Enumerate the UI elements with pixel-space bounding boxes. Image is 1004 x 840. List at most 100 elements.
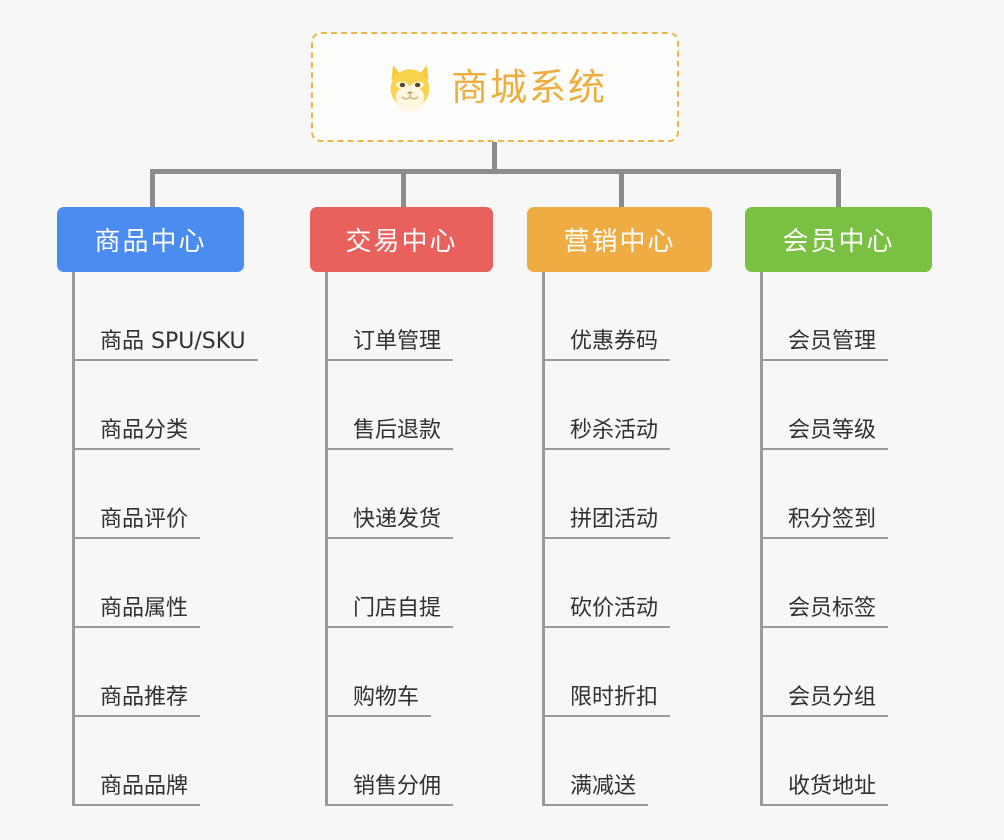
- category-label-2: 交易中心: [345, 227, 458, 257]
- leaf-item[interactable]: 商品 SPU/SKU: [72, 272, 258, 361]
- leaf-item-label: 砍价活动: [570, 595, 659, 621]
- leaf-item[interactable]: 积分签到: [760, 450, 889, 539]
- leaf-item-underline: 会员分组: [760, 684, 889, 717]
- category-label-4: 会员中心: [782, 227, 895, 257]
- leaf-item-label: 售后退款: [353, 417, 442, 443]
- leaf-item-underline: 秒杀活动: [542, 417, 671, 450]
- column-rail-1: [72, 272, 75, 806]
- leaf-item-underline: 快递发货: [325, 506, 454, 539]
- leaf-item[interactable]: 限时折扣: [542, 628, 671, 717]
- connector-drop-3: [619, 169, 624, 207]
- leaf-item[interactable]: 商品属性: [72, 539, 258, 628]
- leaf-item-underline: 商品分类: [72, 417, 201, 450]
- leaf-item-underline: 商品 SPU/SKU: [72, 328, 258, 361]
- category-box-3[interactable]: 营销中心: [527, 207, 712, 272]
- connector-drop-4: [836, 169, 841, 207]
- leaf-item[interactable]: 秒杀活动: [542, 361, 671, 450]
- leaf-item-underline: 商品属性: [72, 595, 201, 628]
- leaf-item-label: 会员分组: [788, 684, 877, 710]
- leaf-item-underline: 门店自提: [325, 595, 454, 628]
- leaf-item[interactable]: 商品推荐: [72, 628, 258, 717]
- leaf-item-underline: 会员管理: [760, 328, 889, 361]
- leaf-item[interactable]: 满减送: [542, 717, 670, 806]
- leaf-item[interactable]: 商品评价: [72, 450, 258, 539]
- shiba-dog-face-icon: [390, 65, 430, 112]
- leaf-item-underline: 购物车: [325, 684, 432, 717]
- leaf-item-underline: 商品推荐: [72, 684, 201, 717]
- leaf-item-label: 积分签到: [788, 506, 877, 532]
- leaf-list-1: 商品 SPU/SKU 商品分类商品评价商品属性商品推荐商品品牌: [72, 272, 258, 806]
- leaf-item[interactable]: 收货地址: [760, 717, 889, 806]
- leaf-item[interactable]: 砍价活动: [542, 539, 671, 628]
- leaf-item-underline: 会员等级: [760, 417, 889, 450]
- category-label-3: 营销中心: [563, 227, 676, 257]
- connector-horizontal-bar: [150, 169, 838, 174]
- leaf-item-underline: 售后退款: [325, 417, 454, 450]
- column-rail-2: [325, 272, 328, 806]
- leaf-item-label: 商品品牌: [100, 773, 189, 799]
- leaf-item-label: 限时折扣: [570, 684, 659, 710]
- leaf-item-underline: 积分签到: [760, 506, 889, 539]
- leaf-item-label: 商品属性: [100, 595, 189, 621]
- leaf-item-underline: 收货地址: [760, 773, 889, 806]
- leaf-item[interactable]: 拼团活动: [542, 450, 671, 539]
- leaf-item-label: 商品分类: [100, 417, 189, 443]
- leaf-item[interactable]: 商品分类: [72, 361, 258, 450]
- leaf-list-4: 会员管理会员等级积分签到会员标签会员分组收货地址: [760, 272, 889, 806]
- leaf-item-underline: 商品评价: [72, 506, 201, 539]
- branch-column-2: 交易中心 订单管理售后退款快递发货门店自提购物车销售分佣: [310, 207, 493, 806]
- connector-root-stem: [492, 142, 497, 174]
- leaf-item-label: 拼团活动: [570, 506, 659, 532]
- leaf-item-label: 门店自提: [353, 595, 442, 621]
- leaf-item[interactable]: 订单管理: [325, 272, 454, 361]
- leaf-item[interactable]: 快递发货: [325, 450, 454, 539]
- leaf-item-label: 销售分佣: [353, 773, 442, 799]
- leaf-item-label: 购物车: [353, 684, 420, 710]
- leaf-list-3: 优惠券码秒杀活动拼团活动砍价活动限时折扣满减送: [542, 272, 671, 806]
- category-box-2[interactable]: 交易中心: [310, 207, 493, 272]
- leaf-item-underline: 限时折扣: [542, 684, 671, 717]
- leaf-item-label: 秒杀活动: [570, 417, 659, 443]
- leaf-item-underline: 拼团活动: [542, 506, 671, 539]
- leaf-item-label: 满减送: [570, 773, 637, 799]
- leaf-item[interactable]: 售后退款: [325, 361, 454, 450]
- column-rail-3: [542, 272, 545, 806]
- leaf-item[interactable]: 会员等级: [760, 361, 889, 450]
- leaf-item-label: 会员等级: [788, 417, 877, 443]
- branch-column-4: 会员中心 会员管理会员等级积分签到会员标签会员分组收货地址: [745, 207, 932, 806]
- connector-drop-1: [150, 169, 155, 207]
- leaf-item[interactable]: 商品品牌: [72, 717, 258, 806]
- leaf-item-label: 收货地址: [788, 773, 877, 799]
- leaf-item[interactable]: 销售分佣: [325, 717, 454, 806]
- leaf-item[interactable]: 会员分组: [760, 628, 889, 717]
- leaf-item-label: 商品推荐: [100, 684, 189, 710]
- branch-column-3: 营销中心 优惠券码秒杀活动拼团活动砍价活动限时折扣满减送: [527, 207, 712, 806]
- branch-column-1: 商品中心 商品 SPU/SKU 商品分类商品评价商品属性商品推荐商品品牌: [57, 207, 258, 806]
- leaf-item-label: 订单管理: [353, 328, 442, 354]
- leaf-item-label: 商品 SPU/SKU: [100, 328, 246, 354]
- connector-drop-2: [401, 169, 406, 207]
- category-label-1: 商品中心: [94, 227, 207, 257]
- category-box-1[interactable]: 商品中心: [57, 207, 244, 272]
- leaf-item-underline: 销售分佣: [325, 773, 454, 806]
- leaf-item[interactable]: 优惠券码: [542, 272, 671, 361]
- leaf-item-underline: 砍价活动: [542, 595, 671, 628]
- leaf-item-label: 会员标签: [788, 595, 877, 621]
- leaf-item-underline: 会员标签: [760, 595, 889, 628]
- root-node-title: 商城系统: [451, 65, 607, 109]
- root-node-card[interactable]: 商城系统: [311, 32, 679, 142]
- leaf-item[interactable]: 购物车: [325, 628, 453, 717]
- category-box-4[interactable]: 会员中心: [745, 207, 932, 272]
- column-rail-4: [760, 272, 763, 806]
- leaf-item[interactable]: 会员标签: [760, 539, 889, 628]
- leaf-list-2: 订单管理售后退款快递发货门店自提购物车销售分佣: [325, 272, 454, 806]
- leaf-item-label: 优惠券码: [570, 328, 659, 354]
- leaf-item-label: 商品评价: [100, 506, 189, 532]
- leaf-item[interactable]: 会员管理: [760, 272, 889, 361]
- leaf-item-underline: 订单管理: [325, 328, 454, 361]
- leaf-item-label: 快递发货: [353, 506, 442, 532]
- leaf-item-underline: 满减送: [542, 773, 649, 806]
- leaf-item-underline: 商品品牌: [72, 773, 201, 806]
- leaf-item[interactable]: 门店自提: [325, 539, 454, 628]
